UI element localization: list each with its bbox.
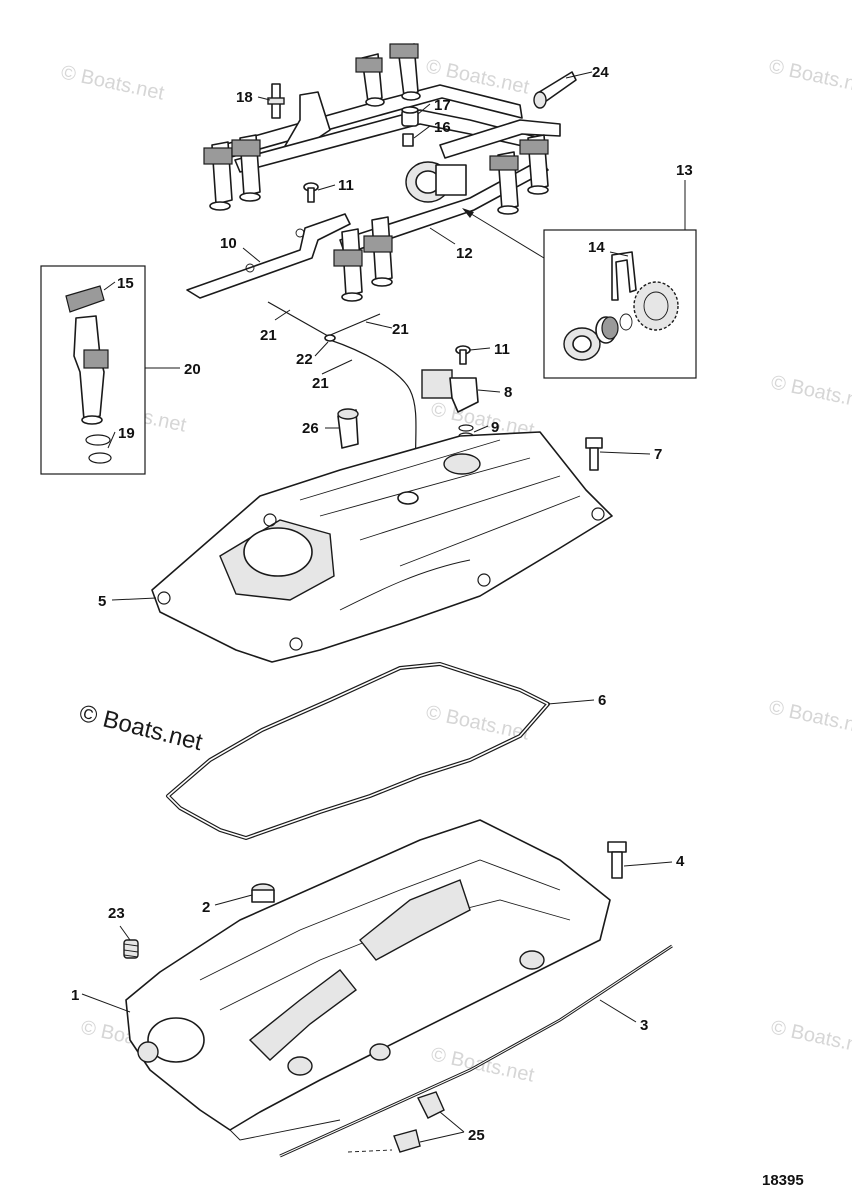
callout-12: 12	[456, 245, 473, 262]
bolt-4	[607, 841, 627, 879]
callout-6: 6	[598, 692, 606, 709]
callout-13: 13	[676, 162, 693, 179]
watermark: © Boats.net	[59, 61, 167, 104]
inset-13-regulator-detail	[543, 229, 697, 379]
callout-5: 5	[98, 593, 106, 610]
lower-intake-manifold	[125, 819, 611, 1141]
callout-21-right: 21	[392, 321, 409, 338]
callout-26: 26	[302, 420, 319, 437]
callout-15: 20	[184, 361, 201, 378]
fitting-25	[533, 71, 577, 109]
fuel-rail-assembly	[203, 43, 561, 302]
callout-4: 4	[676, 853, 685, 870]
leader-lines	[81, 71, 686, 1143]
fuel-injector-group-lower	[333, 216, 393, 302]
callout-9: 9	[491, 419, 499, 436]
fitting-26	[337, 408, 359, 449]
callout-3: 3	[640, 1017, 648, 1034]
map-sensor-8	[421, 369, 479, 440]
callout-labels: 18 24 17 16 11 13 14 10 12 15 20 19 21 2…	[71, 64, 804, 1189]
bracket-10	[186, 213, 351, 299]
callout-23: 23	[108, 905, 125, 922]
callout-19: 17	[434, 97, 451, 114]
watermark: © Boats.net	[767, 55, 852, 98]
callout-21-lower: 21	[312, 375, 329, 392]
callout-24: 25	[468, 1127, 485, 1144]
upper-intake-manifold	[151, 431, 613, 663]
inset-15-injector-detail	[40, 265, 146, 475]
callout-2: 2	[202, 899, 210, 916]
stud-20	[267, 83, 285, 119]
callout-16: 15	[117, 275, 134, 292]
callout-10: 10	[220, 235, 237, 252]
watermark: © Boats.net	[767, 696, 852, 739]
callout-21-left: 21	[260, 327, 277, 344]
callout-11-top: 11	[338, 177, 354, 194]
callout-7: 7	[654, 446, 662, 463]
callout-17: 19	[118, 425, 135, 442]
callout-20: 18	[236, 89, 253, 106]
figure-number: 18395	[762, 1172, 804, 1189]
callout-11-lower: 11	[494, 341, 510, 358]
callout-18: 16	[434, 119, 451, 136]
fuel-injector-group-left	[203, 134, 261, 211]
callout-8: 8	[504, 384, 512, 401]
plugs-24	[347, 1091, 445, 1153]
plug-2	[251, 883, 275, 903]
cap-19	[401, 106, 419, 127]
callout-22: 22	[296, 351, 313, 368]
gasket-3	[279, 944, 673, 1158]
set-screw-23	[123, 939, 139, 959]
bolt-11-lower	[455, 345, 471, 365]
watermark: © Boats.net	[769, 371, 852, 414]
watermark-prominent: © Boats.net	[77, 700, 206, 757]
vacuum-hoses	[267, 301, 417, 471]
callout-1: 1	[71, 987, 79, 1004]
callout-25: 24	[592, 64, 609, 81]
bolt-7	[585, 437, 603, 471]
fuel-injector-group-top	[355, 43, 421, 107]
watermark: © Boats.net	[769, 1016, 852, 1059]
gasket-6	[166, 662, 550, 840]
fuel-injector-group-right	[489, 134, 549, 215]
valve-18	[402, 133, 414, 147]
screw-11-top	[303, 182, 319, 203]
callout-14: 14	[588, 239, 605, 256]
